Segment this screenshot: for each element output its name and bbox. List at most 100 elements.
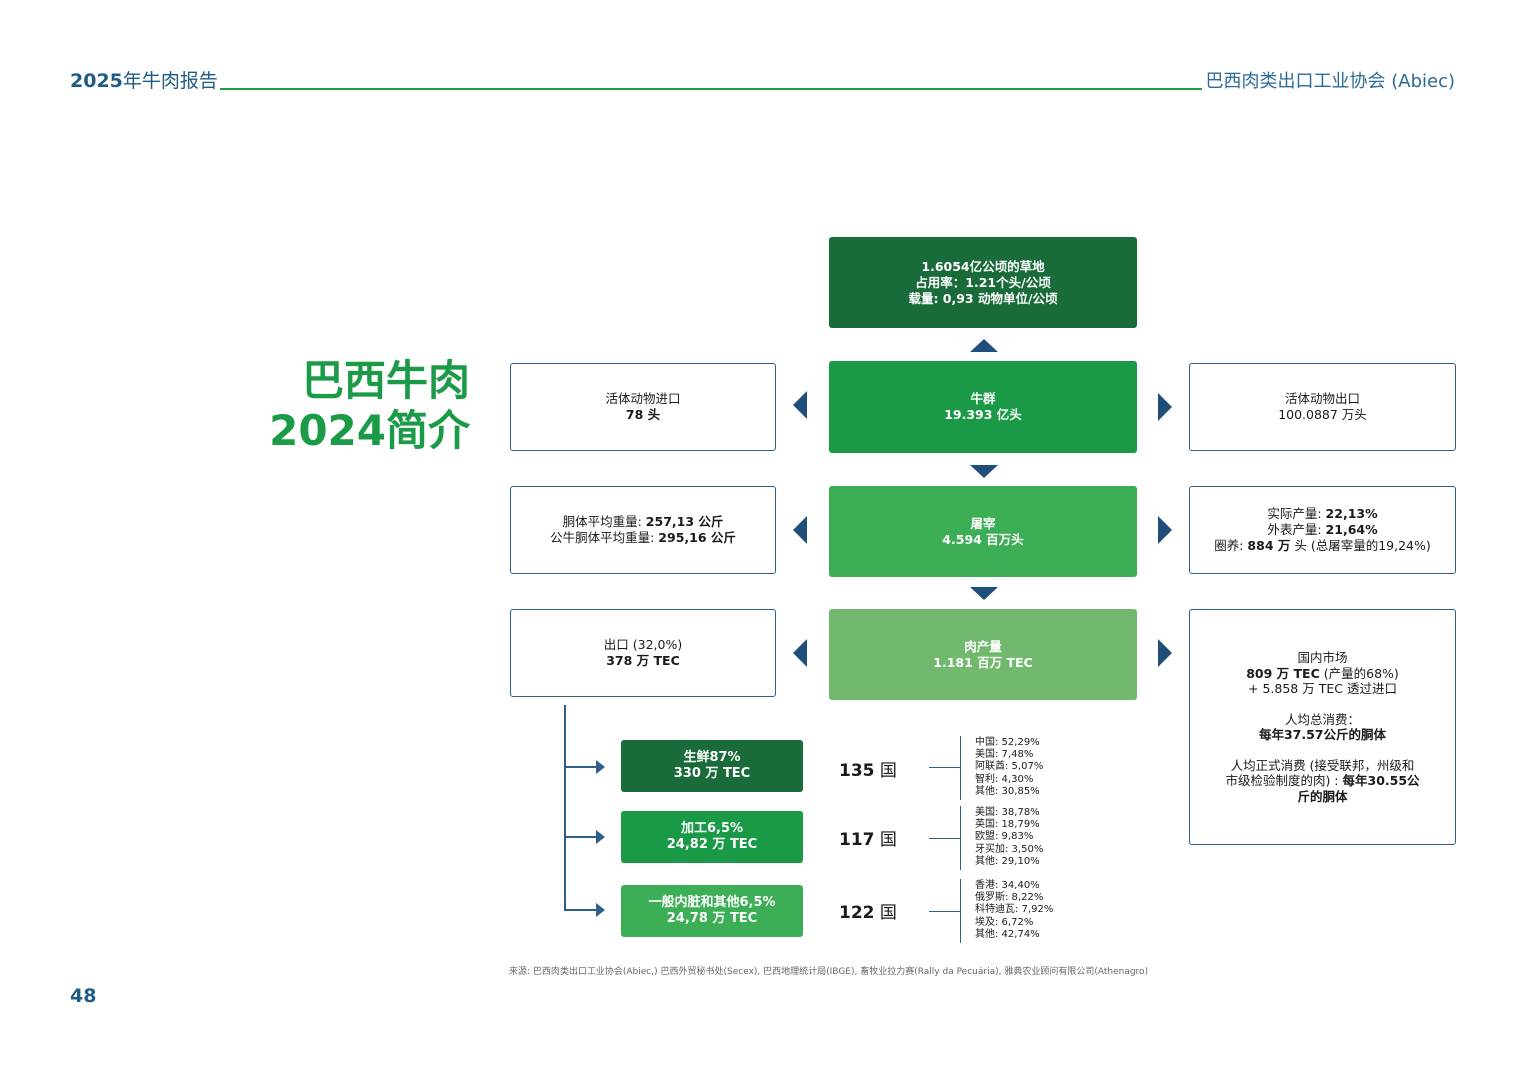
meat-production-label: 肉产量 xyxy=(964,638,1002,654)
page-title-line2: 2024简介 xyxy=(269,406,470,455)
destination-item: 美国: 7,48% xyxy=(975,749,1034,761)
page-number: 48 xyxy=(70,985,97,1007)
processed-beef-label: 加工6,5% xyxy=(680,821,744,836)
destination-item: 其他: 29,10% xyxy=(975,855,1040,867)
arrow-left-icon xyxy=(793,516,807,544)
meat-production-value: 1.181 百万 TEC xyxy=(933,654,1033,670)
connector-line xyxy=(564,909,597,911)
fresh-beef-label: 生鲜87% xyxy=(683,750,741,765)
country-count: 122 国 xyxy=(839,898,897,923)
destination-item: 阿联酋: 5,07% xyxy=(975,761,1044,773)
domestic-imports: + 5.858 万 TEC 透过进口 xyxy=(1248,681,1397,696)
offal-value: 24,78 万 TEC xyxy=(666,911,758,926)
domestic-value: 809 万 TEC xyxy=(1246,665,1320,681)
organization-name: 巴西肉类出口工业协会 (Abiec) xyxy=(1205,71,1455,92)
carcass-avg-label: 胴体平均重量: xyxy=(562,514,646,529)
per-capita-total-label: 人均总消费： xyxy=(1284,711,1360,727)
herd-value: 19.393 亿头 xyxy=(944,407,1022,422)
offal-box: 一般内脏和其他6,5% 24,78 万 TEC xyxy=(621,885,803,937)
bracket-line xyxy=(960,736,962,800)
arrow-left-icon xyxy=(793,639,807,667)
bracket-line xyxy=(960,806,962,870)
offal-label: 一般内脏和其他6,5% xyxy=(648,895,776,910)
country-count-value: 117 xyxy=(839,830,875,850)
production-yield-box: 实际产量: 22,13% 外表产量: 21,64% 圈养: 884 万 头 (总… xyxy=(1189,486,1456,574)
exports-value: 378 万 TEC xyxy=(606,653,680,668)
per-capita-formal-value: 每年30.55公 xyxy=(1342,773,1420,788)
destination-item: 美国: 38,78% xyxy=(975,807,1040,818)
fresh-beef-value: 330 万 TEC xyxy=(673,766,751,781)
report-title-text: 年牛肉报告 xyxy=(122,70,218,92)
arrow-right-icon xyxy=(596,830,605,844)
live-export-value: 100.0887 万头 xyxy=(1278,407,1367,422)
country-count-unit: 国 xyxy=(879,903,897,923)
apparent-yield-label: 外表产量: xyxy=(1267,522,1326,537)
domestic-market-box: 国内市场 809 万 TEC (产量的68%) + 5.858 万 TEC 透过… xyxy=(1189,609,1456,845)
domestic-share: (产量的68%) xyxy=(1319,665,1399,681)
fresh-destinations: 中国: 52,29% 美国: 7,48% 阿联酋: 5,07% 智利: 4,30… xyxy=(975,737,1043,798)
bracket-stem xyxy=(929,911,960,913)
apparent-yield-value: 21,64% xyxy=(1325,522,1378,537)
carcass-weight-box: 胴体平均重量: 257,13 公斤 公牛胴体平均重量: 295,16 公斤 xyxy=(510,486,776,574)
arrow-left-icon xyxy=(793,391,807,419)
destination-item: 牙买加: 3,50% xyxy=(975,843,1044,855)
destination-item: 其他: 42,74% xyxy=(975,928,1040,940)
arrow-down-icon xyxy=(970,587,998,600)
report-title: 2025年牛肉报告 xyxy=(70,66,218,93)
arrow-right-icon xyxy=(596,903,605,917)
bracket-line xyxy=(960,879,962,943)
live-import-value: 78 头 xyxy=(625,407,661,422)
destination-item: 其他: 30,85% xyxy=(975,785,1040,797)
feedlot-label: 圈养: xyxy=(1214,538,1248,553)
per-capita-formal-label-2: 市级检验制度的肉) : xyxy=(1225,773,1343,788)
exports-label: 出口 (32,0%) xyxy=(603,637,683,652)
offal-destinations: 香港: 34,40% 俄罗斯: 8,22% 科特迪瓦: 7,92% 埃及: 6,… xyxy=(975,880,1053,941)
bull-carcass-label: 公牛胴体平均重量: xyxy=(550,530,659,545)
live-import-label: 活体动物进口 xyxy=(605,391,681,406)
page-title: 巴西牛肉 2024简介 xyxy=(250,356,470,456)
feedlot-value: 884 万 xyxy=(1247,538,1291,553)
country-count-value: 122 xyxy=(839,903,875,923)
connector-line xyxy=(564,766,597,768)
per-capita-formal-value-2: 斤的胴体 xyxy=(1297,788,1348,804)
arrow-up-icon xyxy=(970,339,998,352)
processed-beef-box: 加工6,5% 24,82 万 TEC xyxy=(621,811,803,863)
destination-item: 智利: 4,30% xyxy=(975,773,1034,785)
destination-item: 中国: 52,29% xyxy=(975,737,1040,748)
bracket-stem xyxy=(929,838,960,840)
live-export-label: 活体动物出口 xyxy=(1284,391,1360,406)
processed-beef-value: 24,82 万 TEC xyxy=(666,837,758,852)
source-note: 来源: 巴西肉类出口工业协会(Abiec,) 巴西外贸秘书处(Secex), 巴… xyxy=(509,967,1149,977)
country-count-unit: 国 xyxy=(879,761,897,781)
country-count-unit: 国 xyxy=(879,830,897,850)
arrow-down-icon xyxy=(970,465,998,478)
bull-carcass-value: 295,16 公斤 xyxy=(658,530,736,545)
slaughter-label: 屠宰 xyxy=(970,515,996,531)
arrow-right-icon xyxy=(1158,393,1172,421)
per-capita-formal-label: 人均正式消费 (接受联邦，州级和 xyxy=(1230,757,1415,773)
feedlot-tail: 头 (总屠宰量的19,24%) xyxy=(1290,538,1431,553)
carcass-avg-value: 257,13 公斤 xyxy=(645,514,724,529)
destination-item: 埃及: 6,72% xyxy=(975,916,1034,928)
slaughter-value: 4.594 百万头 xyxy=(942,531,1024,547)
per-capita-total-value: 每年37.57公斤的胴体 xyxy=(1258,727,1387,742)
pasture-occupancy: 占用率：1.21个头/公顷 xyxy=(915,274,1051,290)
pasture-area: 1.6054亿公顷的草地 xyxy=(921,258,1045,274)
destination-item: 欧盟: 9,83% xyxy=(975,831,1034,843)
connector-line xyxy=(564,836,597,838)
report-year: 2025 xyxy=(70,70,123,92)
destination-item: 俄罗斯: 8,22% xyxy=(975,892,1044,904)
destination-item: 英国: 18,79% xyxy=(975,819,1040,831)
actual-yield-label: 实际产量: xyxy=(1267,506,1326,521)
fresh-beef-box: 生鲜87% 330 万 TEC xyxy=(621,740,803,792)
herd-label: 牛群 xyxy=(970,391,996,406)
arrow-right-icon xyxy=(1158,639,1172,667)
arrow-right-icon xyxy=(1158,516,1172,544)
destination-item: 香港: 34,40% xyxy=(975,880,1040,891)
live-export-box: 活体动物出口 100.0887 万头 xyxy=(1189,363,1456,451)
bracket-stem xyxy=(929,767,960,769)
actual-yield-value: 22,13% xyxy=(1325,506,1378,521)
live-import-box: 活体动物进口 78 头 xyxy=(510,363,776,451)
export-connector xyxy=(564,705,566,910)
header-divider xyxy=(220,88,1202,90)
